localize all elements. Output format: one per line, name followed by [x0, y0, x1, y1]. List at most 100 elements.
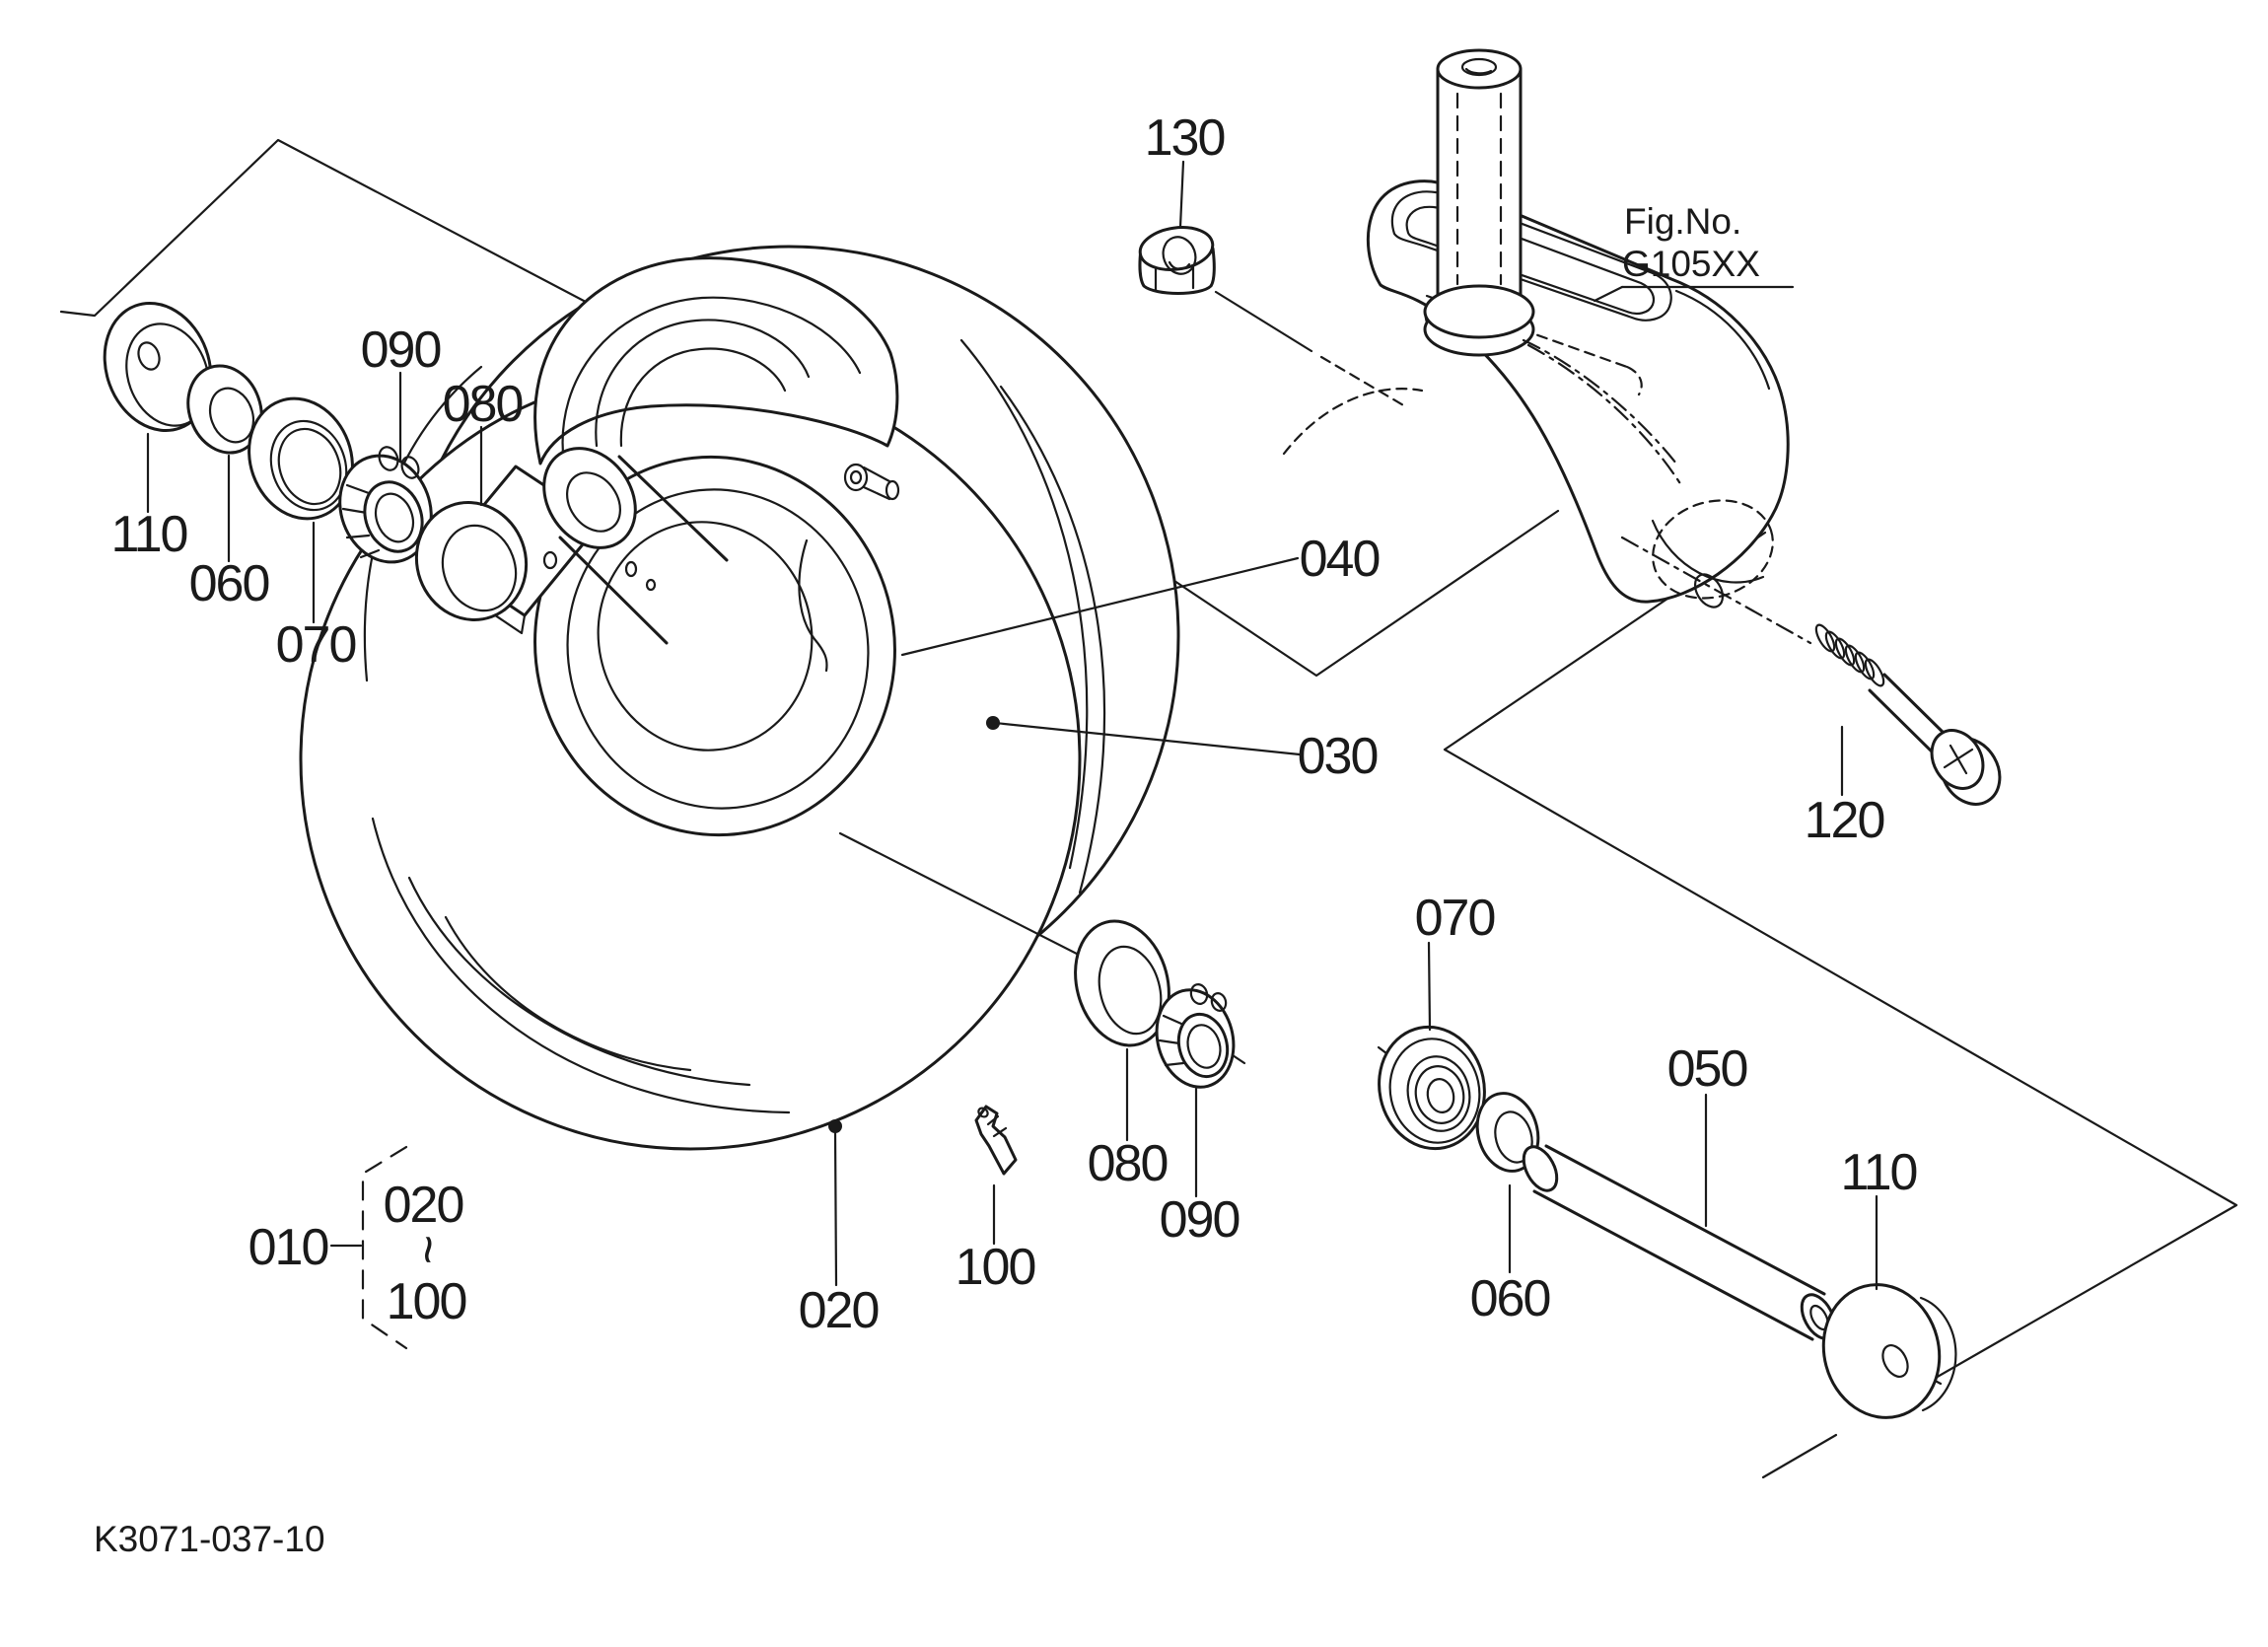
hub-tube: [542, 447, 729, 645]
bushing-outer: [1475, 1092, 1540, 1173]
tire-assembly: [299, 245, 1180, 1151]
callout-030-dot: [986, 716, 1000, 730]
callout-130-label: 130: [1145, 109, 1225, 167]
left-parts-group: [103, 301, 529, 621]
nut-hole: [1162, 236, 1197, 275]
callout-040-label: 040: [1300, 531, 1380, 588]
fork-bolt-hole: [1693, 573, 1725, 609]
tire-tread-line-2: [999, 385, 1105, 895]
valve-100: [974, 1105, 1018, 1176]
border-plane-mid-chevron: [1172, 509, 1560, 678]
callout-110-left-label: 110: [111, 506, 187, 563]
tube-valve-stem-top: [862, 465, 891, 483]
cone-roller-bump-1: [1189, 983, 1209, 1005]
fork-hidden-slot-end: [1625, 365, 1643, 396]
fork-boss-lip: [1651, 519, 1765, 584]
part-110-cap-right: [1821, 1283, 1957, 1419]
bolt-centerline: [1620, 536, 1812, 645]
cone-roller-line-3: [345, 534, 371, 539]
tube-valve-stem-bottom: [862, 485, 891, 501]
ring-bore: [441, 524, 518, 612]
cone-roller-line-2: [1158, 1038, 1181, 1045]
nut-axis-solid: [1214, 290, 1313, 353]
cone-roller-line-1: [345, 483, 371, 495]
callout-020-leader: [833, 1130, 838, 1287]
nut-130: [1138, 226, 1407, 408]
cup-opening: [269, 419, 348, 512]
part-090-cone-bearing-right: [1155, 983, 1236, 1089]
bearing-ring-4: [1414, 1065, 1465, 1124]
bracket-range-start-label: 020: [384, 1177, 463, 1234]
callout-030-leader: [993, 721, 1302, 756]
border-plane-upper-left: [59, 138, 889, 463]
axle-tube-bottom-edge: [1532, 1189, 1814, 1341]
bearing-outer: [1378, 1025, 1486, 1151]
hub-grease-hole-1: [624, 560, 638, 578]
rim-outer: [533, 455, 896, 837]
callouts-layer: 1301100600700900800400300201000800900700…: [111, 109, 1919, 1339]
callout-130-leader: [1178, 160, 1185, 229]
nut-axis-hidden: [1319, 355, 1407, 408]
bearing-bore: [1426, 1078, 1455, 1113]
bracket-group-ref-label: 010: [248, 1219, 328, 1276]
valve-body: [974, 1105, 1018, 1176]
bolt-shaft-top: [1882, 673, 1952, 742]
cone-roller-bump-2: [400, 456, 420, 479]
spindle-top-hole-thread: [1464, 67, 1493, 75]
callout-030-label: 030: [1298, 728, 1378, 785]
cap-center-hole: [137, 341, 161, 371]
border-plane-lower-right: [1443, 531, 2238, 1384]
rim-ring-2: [566, 488, 870, 810]
tube-valve-base-inner: [849, 469, 863, 485]
fork-slot-inner: [1405, 205, 1656, 316]
cup-opening-inner: [277, 427, 342, 506]
tube-valve-base: [843, 463, 869, 492]
valve-flange-2: [992, 1126, 1008, 1138]
fork-arm-edge-parallel: [1674, 289, 1771, 391]
callout-110-right-label: 110: [1841, 1144, 1917, 1201]
callout-070-right-leader: [1427, 941, 1432, 1032]
bracket-range-end-label: 100: [387, 1273, 466, 1330]
fig-ref-pointer: [1593, 285, 1624, 303]
sidewall-ring-3: [444, 915, 692, 1072]
axle-tube-top-edge: [1544, 1144, 1826, 1296]
rim-bead-gap-curve: [798, 538, 828, 673]
nut-hole-thread: [1168, 260, 1191, 271]
part-060-bushing-left: [186, 364, 263, 455]
cone-roller-line-1: [1162, 1014, 1183, 1026]
spindle-base-hidden-edge: [1522, 338, 1678, 465]
sidewall-ring-2: [371, 817, 791, 1114]
callout-080-right-label: 080: [1088, 1135, 1168, 1192]
hub-tube-side-1: [558, 536, 669, 645]
callout-090-left-label: 090: [361, 322, 441, 379]
bracket-separator-label: ~: [399, 1235, 457, 1263]
inner-tube-inner-line: [619, 347, 787, 448]
callout-080-left-label: 080: [443, 376, 523, 433]
fork-arm-centerline: [1526, 343, 1683, 487]
callout-020-label: 020: [799, 1282, 879, 1339]
bolt-head-mark-2: [1949, 744, 1968, 775]
fork-boss-hidden-circle: [1652, 499, 1774, 600]
bearing-ring-2: [1388, 1038, 1481, 1144]
callout-040-leader: [900, 556, 1300, 657]
part-110-cap-left: [103, 301, 213, 433]
cap-outer: [1821, 1283, 1942, 1419]
hub-tube-side-2: [617, 455, 729, 562]
callout-100-label: 100: [956, 1239, 1035, 1296]
part-090-cone-bearing-left: [338, 446, 433, 564]
right-parts-group: [1074, 919, 1957, 1419]
drawing-code: K3071-037-10: [94, 1519, 325, 1559]
cone-roller-bump-2: [1210, 992, 1228, 1012]
ring-outer: [1074, 919, 1170, 1047]
tire-bead-inner-lip: [561, 296, 862, 465]
inner-tube-outline: [595, 319, 811, 448]
hub-grease-hole-2: [645, 578, 657, 592]
bolt-shaft-bottom: [1868, 688, 1938, 757]
bearing-ring-3: [1406, 1055, 1471, 1132]
tire-bead-opening: [533, 256, 899, 465]
group-bracket-010: 010 020 ~ 100: [248, 1145, 467, 1350]
callout-060-left-label: 060: [189, 555, 269, 612]
part-070-sealed-bearing-right: [1378, 1025, 1486, 1151]
bushing-bore: [208, 387, 255, 444]
